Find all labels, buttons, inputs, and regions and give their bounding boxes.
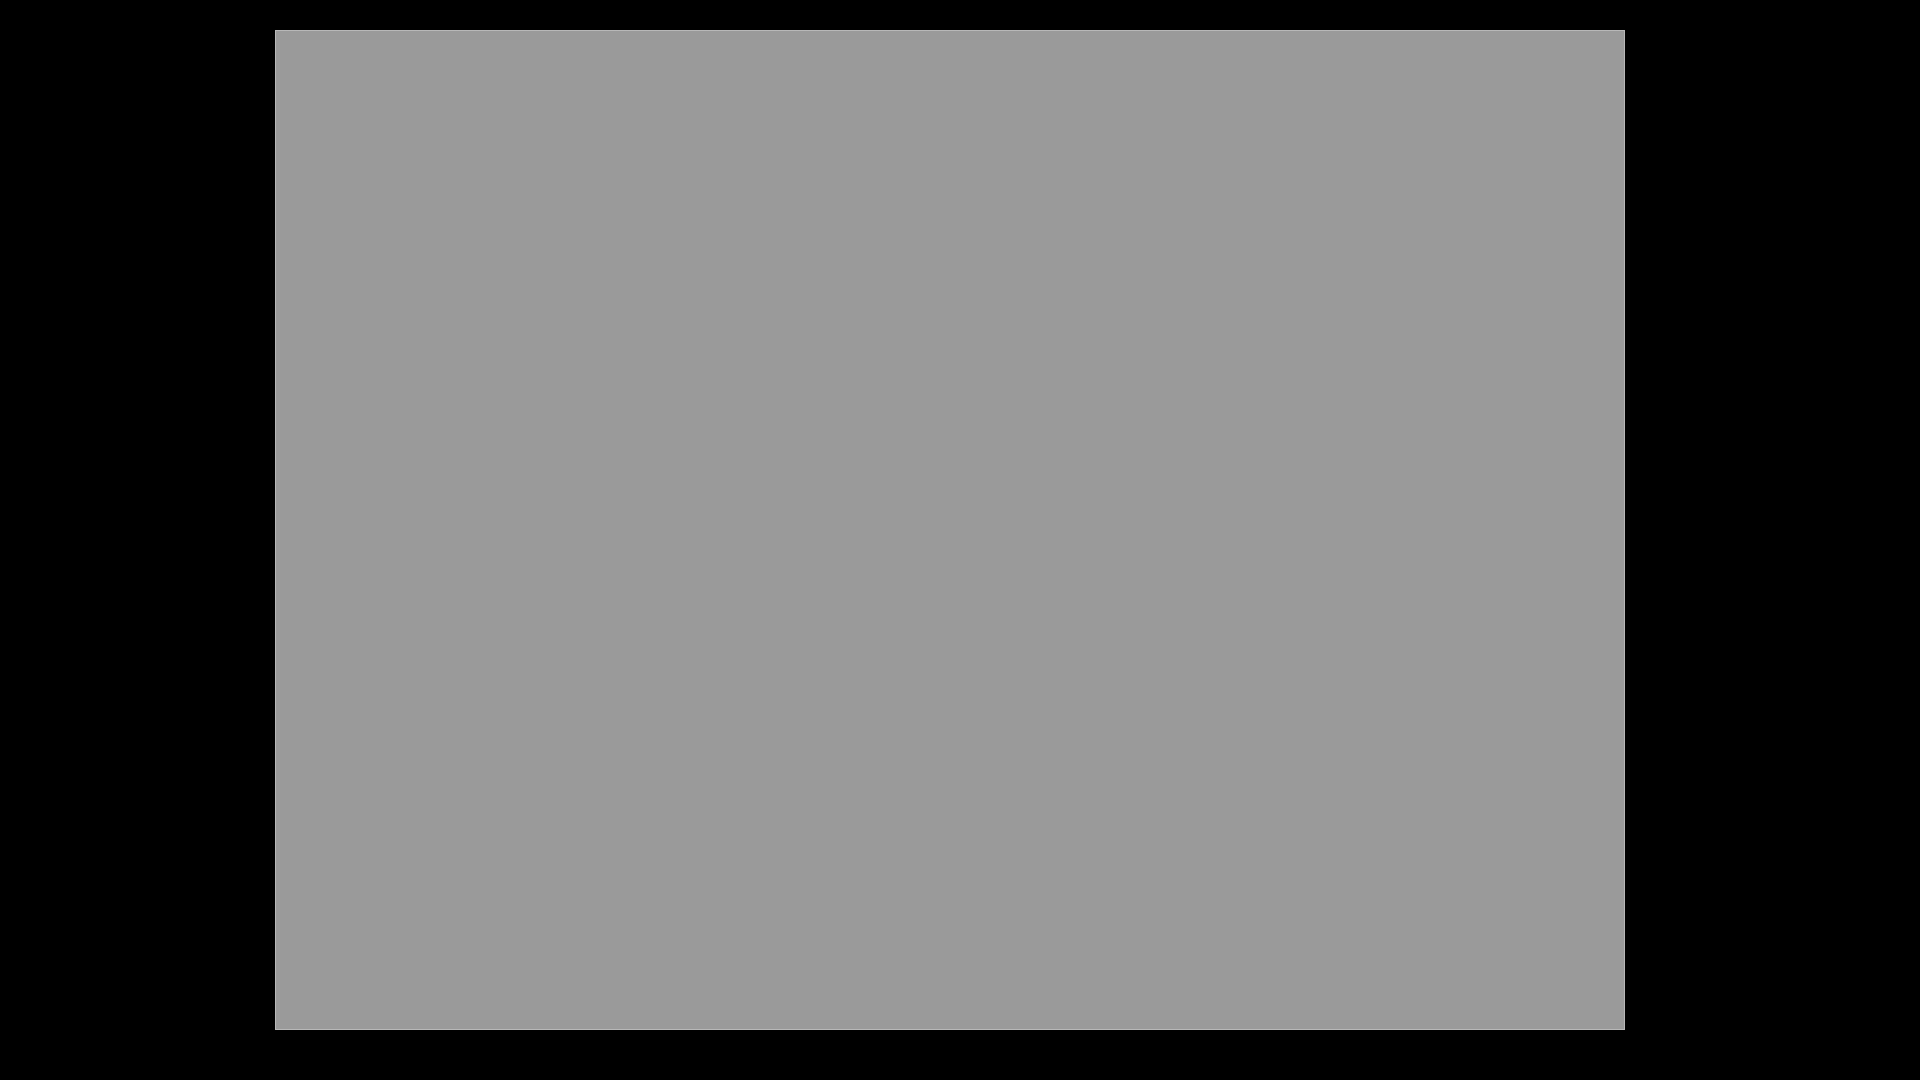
image-placeholder (275, 30, 1625, 1030)
